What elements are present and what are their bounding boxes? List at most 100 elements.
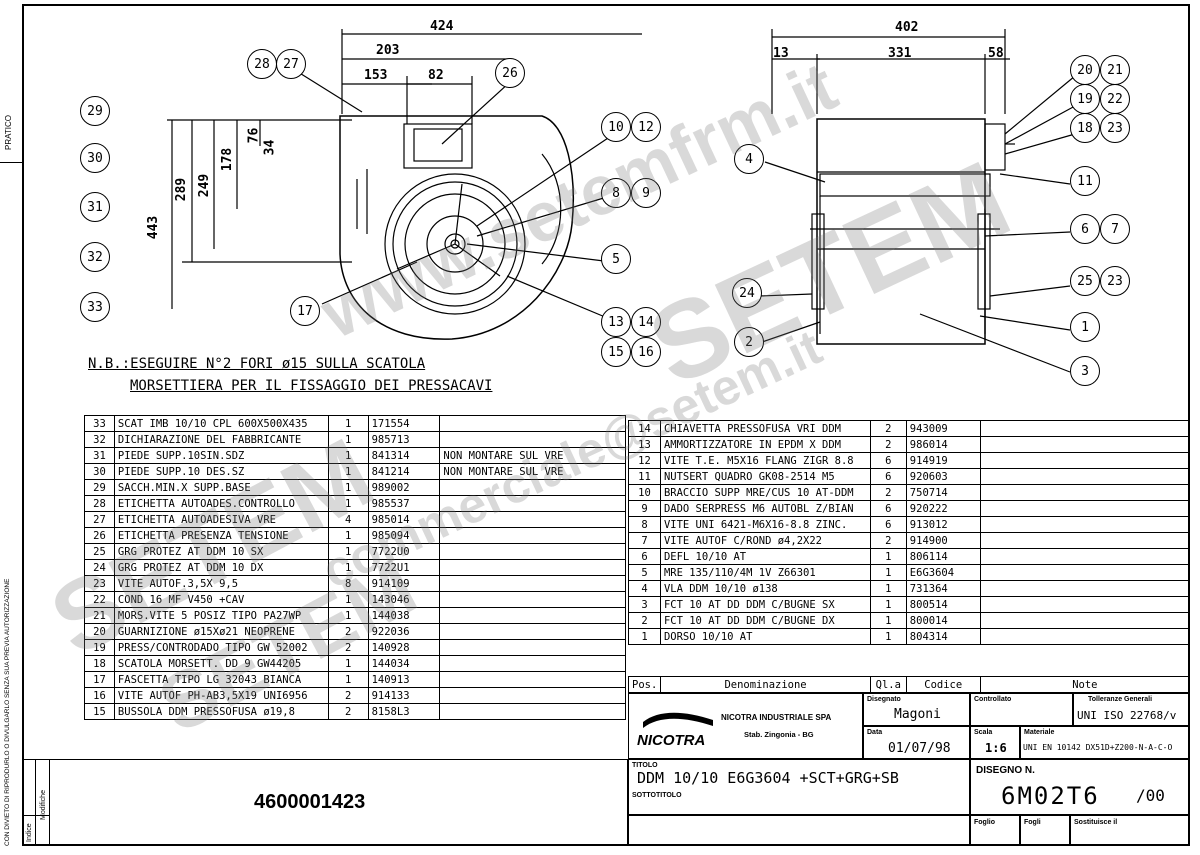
bom-note: [979, 452, 1191, 469]
dim-34: 34: [262, 139, 278, 156]
blank-cell: [628, 815, 970, 846]
dim-76: 76: [246, 127, 262, 144]
bom-qta: 8: [327, 575, 369, 592]
bom-denominazione: MRE 135/110/4M 1V Z66301: [659, 564, 871, 581]
bubble-14: 14: [631, 307, 661, 337]
title-value: DDM 10/10 E6G3604 +SCT+GRG+SB: [637, 769, 899, 787]
bom-pos: 27: [84, 511, 115, 528]
bom-codice: 8158L3: [367, 703, 441, 720]
bom-codice: 144034: [367, 655, 441, 672]
bom-codice: 922036: [367, 623, 441, 640]
bom-qta: 1: [869, 580, 907, 597]
date-cell: Data 01/07/98: [863, 726, 970, 759]
bom-codice: 985014: [367, 511, 441, 528]
bom-denominazione: DADO SERPRESS M6 AUTOBL Z/BIAN: [659, 500, 871, 517]
bom-note: [439, 623, 626, 640]
bom-codice: 985713: [367, 431, 441, 448]
bom-note: [979, 596, 1191, 613]
bom-codice: 986014: [905, 436, 981, 453]
bom-note: [439, 431, 626, 448]
bom-codice: 943009: [905, 420, 981, 437]
bom-denominazione: GUARNIZIONE ø15Xø21 NEOPRENE: [113, 623, 329, 640]
bom-note: [439, 639, 626, 656]
revision-modifiche-column: [36, 759, 50, 846]
controller-label: Controllato: [974, 696, 1012, 703]
bom-denominazione: FCT 10 AT DD DDM C/BUGNE DX: [659, 612, 871, 629]
tolerance-label: Tolleranze Generali: [1088, 696, 1153, 703]
bom-denominazione: GRG PROTEZ AT DDM 10 DX: [113, 559, 329, 576]
bom-pos: 17: [84, 671, 115, 688]
bom-codice: 804314: [905, 628, 981, 645]
bom-codice: 985537: [367, 495, 441, 512]
bom-pos: 4: [628, 580, 661, 597]
dim-153: 153: [364, 68, 388, 83]
bubble-26: 26: [495, 58, 525, 88]
bom-note: [979, 484, 1191, 501]
bom-pos: 9: [628, 500, 661, 517]
bom-qta: 6: [869, 500, 907, 517]
bubble-27: 27: [276, 49, 306, 79]
bom-note: [439, 495, 626, 512]
bom-pos: 28: [84, 495, 115, 512]
bom-denominazione: VITE AUTOF C/ROND ø4,2X22: [659, 532, 871, 549]
bom-codice: 7722U0: [367, 543, 441, 560]
bom-denominazione: CHIAVETTA PRESSOFUSA VRI DDM: [659, 420, 871, 437]
bom-codice: 914133: [367, 687, 441, 704]
bom-note: NON MONTARE SUL VRE: [439, 463, 626, 480]
dim-331: 331: [888, 46, 912, 61]
side-divider: [0, 162, 22, 163]
bom-codice: 989002: [367, 479, 441, 496]
bubble-16: 16: [631, 337, 661, 367]
drawing-revision: /00: [1136, 786, 1165, 805]
revision-index-column: [22, 759, 36, 846]
bom-codice: 806114: [905, 548, 981, 565]
supersedes-cell: Sostituisce il: [1070, 815, 1190, 846]
bom-note: [979, 548, 1191, 565]
bom-denominazione: PIEDE SUPP.10 DES.SZ: [113, 463, 329, 480]
bom-qta: 2: [327, 623, 369, 640]
bom-header-note: Note: [979, 676, 1191, 693]
side-label-pratico: PRATICO: [4, 115, 13, 150]
bubble-25: 25: [1070, 266, 1100, 296]
dim-402: 402: [895, 20, 919, 35]
bom-pos: 12: [628, 452, 661, 469]
bom-note: [979, 500, 1191, 517]
bom-codice: 731364: [905, 580, 981, 597]
dim-443: 443: [146, 215, 162, 240]
bom-codice: 800514: [905, 596, 981, 613]
sheet-label: Foglio: [974, 819, 995, 826]
bom-qta: 2: [869, 532, 907, 549]
plant-location: Stab. Zingonia - BG: [744, 730, 814, 739]
bom-qta: 2: [869, 484, 907, 501]
supersedes-label: Sostituisce il: [1074, 819, 1118, 826]
bom-pos: 23: [84, 575, 115, 592]
bom-qta: 2: [869, 436, 907, 453]
side-label-copyright: CON DIVIETO DI RIPRODURLO O DIVULGARLO S…: [4, 578, 11, 846]
bom-pos: 30: [84, 463, 115, 480]
revision-area: [22, 759, 628, 846]
bom-note: [439, 527, 626, 544]
dim-203: 203: [376, 43, 400, 58]
bom-note: [979, 468, 1191, 485]
bubble-15: 15: [601, 337, 631, 367]
bubble-29: 29: [80, 96, 110, 126]
bom-denominazione: FASCETTA TIPO LG 32043 BIANCA: [113, 671, 329, 688]
bubble-5: 5: [601, 244, 631, 274]
bom-pos: 16: [84, 687, 115, 704]
bom-denominazione: MORS.VITE 5 POSIZ TIPO PA27WP: [113, 607, 329, 624]
bom-note: [439, 703, 626, 720]
subtitle-label: SOTTOTITOLO: [632, 792, 682, 799]
bubble-18: 18: [1070, 113, 1100, 143]
bom-qta: 1: [869, 596, 907, 613]
bom-qta: 2: [327, 687, 369, 704]
